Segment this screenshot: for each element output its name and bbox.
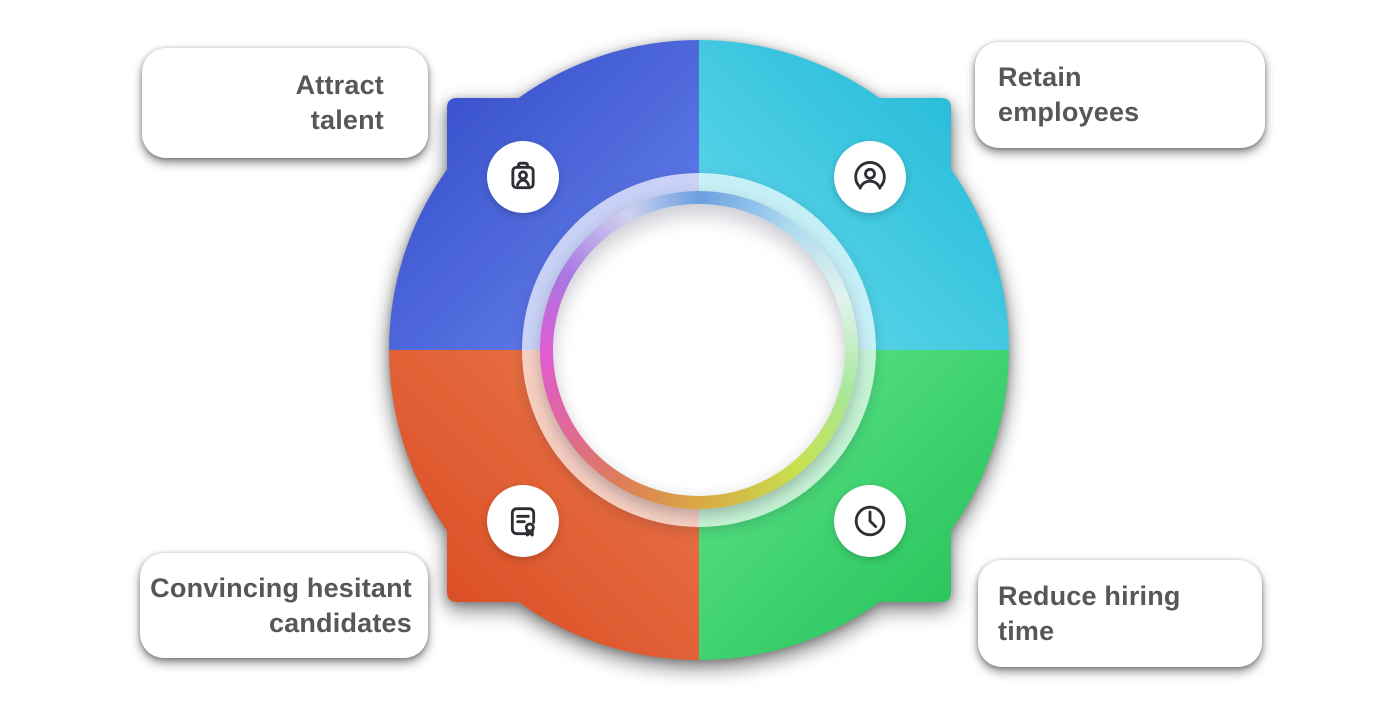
center-disc <box>553 204 845 496</box>
card-convincing-hesitant-candidates: Convincing hesitant candidates <box>140 553 428 658</box>
icon-circle-reduce-hiring-time <box>834 485 906 557</box>
card-reduce-hiring-time-label: Reduce hiring time <box>998 580 1181 646</box>
id-badge-icon <box>511 161 535 190</box>
card-convincing-hesitant-candidates-label: Convincing hesitant candidates <box>150 572 412 638</box>
icon-circle-convincing-hesitant-candidates <box>487 485 559 557</box>
card-attract-talent: Attract talent <box>142 48 428 158</box>
user-circle-icon <box>854 161 886 190</box>
quadrant-diagram <box>389 40 1009 660</box>
card-retain-employees: Retain employees <box>975 42 1265 148</box>
card-reduce-hiring-time: Reduce hiring time <box>978 560 1262 667</box>
icon-circle-retain-employees <box>834 141 906 213</box>
card-retain-employees-label: Retain employees <box>998 62 1140 127</box>
certificate-icon <box>510 507 536 537</box>
icon-circle-attract-talent <box>487 141 559 213</box>
card-attract-talent-label: Attract talent <box>295 70 384 135</box>
clock-icon <box>854 505 886 537</box>
